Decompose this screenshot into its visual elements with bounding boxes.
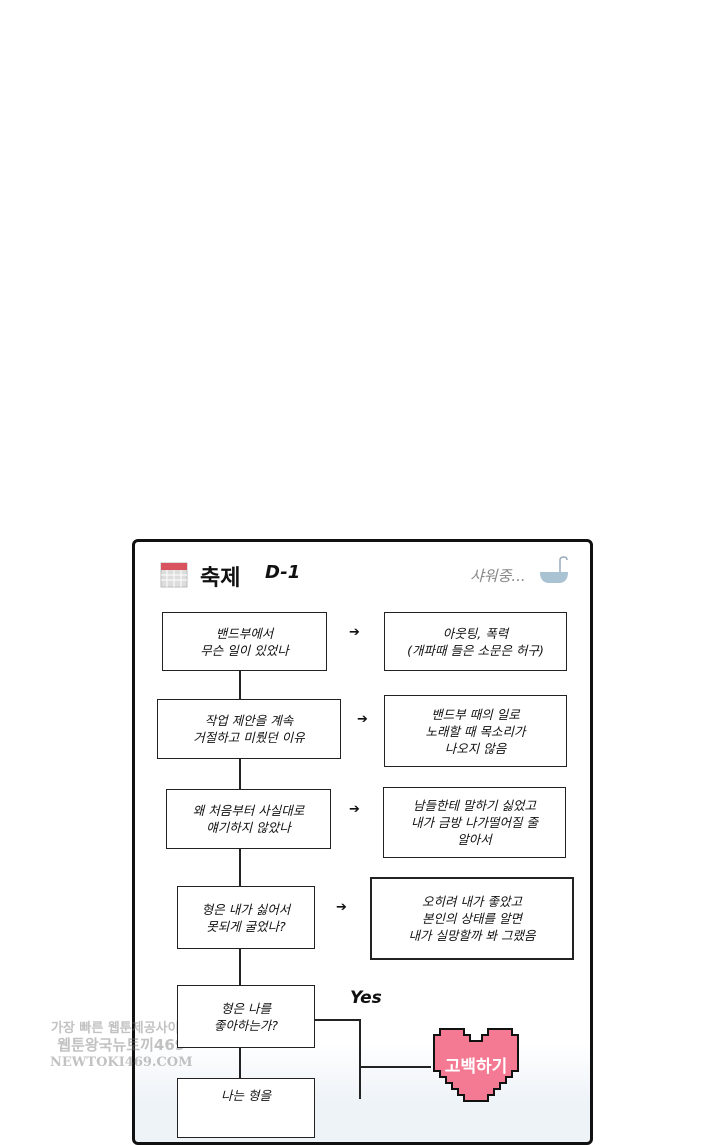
dday-label: D-1 [265, 562, 301, 583]
question-box: 왜 처음부터 사실대로 얘기하지 않았나 [166, 789, 331, 849]
yes-connector [359, 1066, 431, 1068]
watermark-line: 가장 빠른 웹툰제공사이트 [50, 1021, 192, 1036]
arrow-icon: ➔ [357, 712, 368, 727]
question-box: 작업 제안을 계속 거절하고 미뤘던 이유 [157, 699, 341, 759]
question-box: 밴드부에서 무슨 일이 있었나 [162, 612, 327, 671]
confess-label: 고백하기 [444, 1057, 508, 1077]
yes-label: Yes [350, 988, 382, 1008]
yes-connector [315, 1019, 360, 1021]
page-title: 축제 [200, 566, 241, 591]
arrow-icon: ➔ [336, 900, 347, 915]
answer-box: 밴드부 때의 일로 노래할 때 목소리가 나오지 않음 [384, 695, 567, 767]
question-box: 나는 형을 [177, 1078, 315, 1138]
question-box: 형은 내가 싫어서 못되게 굴었나? [177, 886, 315, 949]
watermark-line: NEWTOKI469.COM [50, 1055, 193, 1070]
watermark-line: 웹툰왕국뉴토끼469 [57, 1036, 186, 1054]
flow-connector [239, 670, 241, 1080]
arrow-icon: ➔ [349, 802, 360, 817]
heart-icon [433, 1028, 519, 1102]
yes-connector [359, 1019, 361, 1099]
watermark: 가장 빠른 웹툰제공사이트 웹툰왕국뉴토끼469 NEWTOKI469.COM [50, 1020, 193, 1071]
arrow-icon: ➔ [349, 625, 360, 640]
status-text: 샤워중... [470, 567, 526, 585]
answer-box: 남들한테 말하기 싫었고 내가 금방 나가떨어질 줄 알아서 [383, 787, 566, 858]
answer-box: 아웃팅, 폭력 (개파때 들은 소문은 허구) [384, 612, 567, 671]
bathtub-icon [540, 556, 568, 583]
answer-box: 오히려 내가 좋았고 본인의 상태를 알면 내가 실망할까 봐 그랬음 [370, 877, 574, 960]
decision-box: 형은 나를 좋아하는가? [177, 985, 315, 1048]
calendar-icon [160, 562, 188, 588]
